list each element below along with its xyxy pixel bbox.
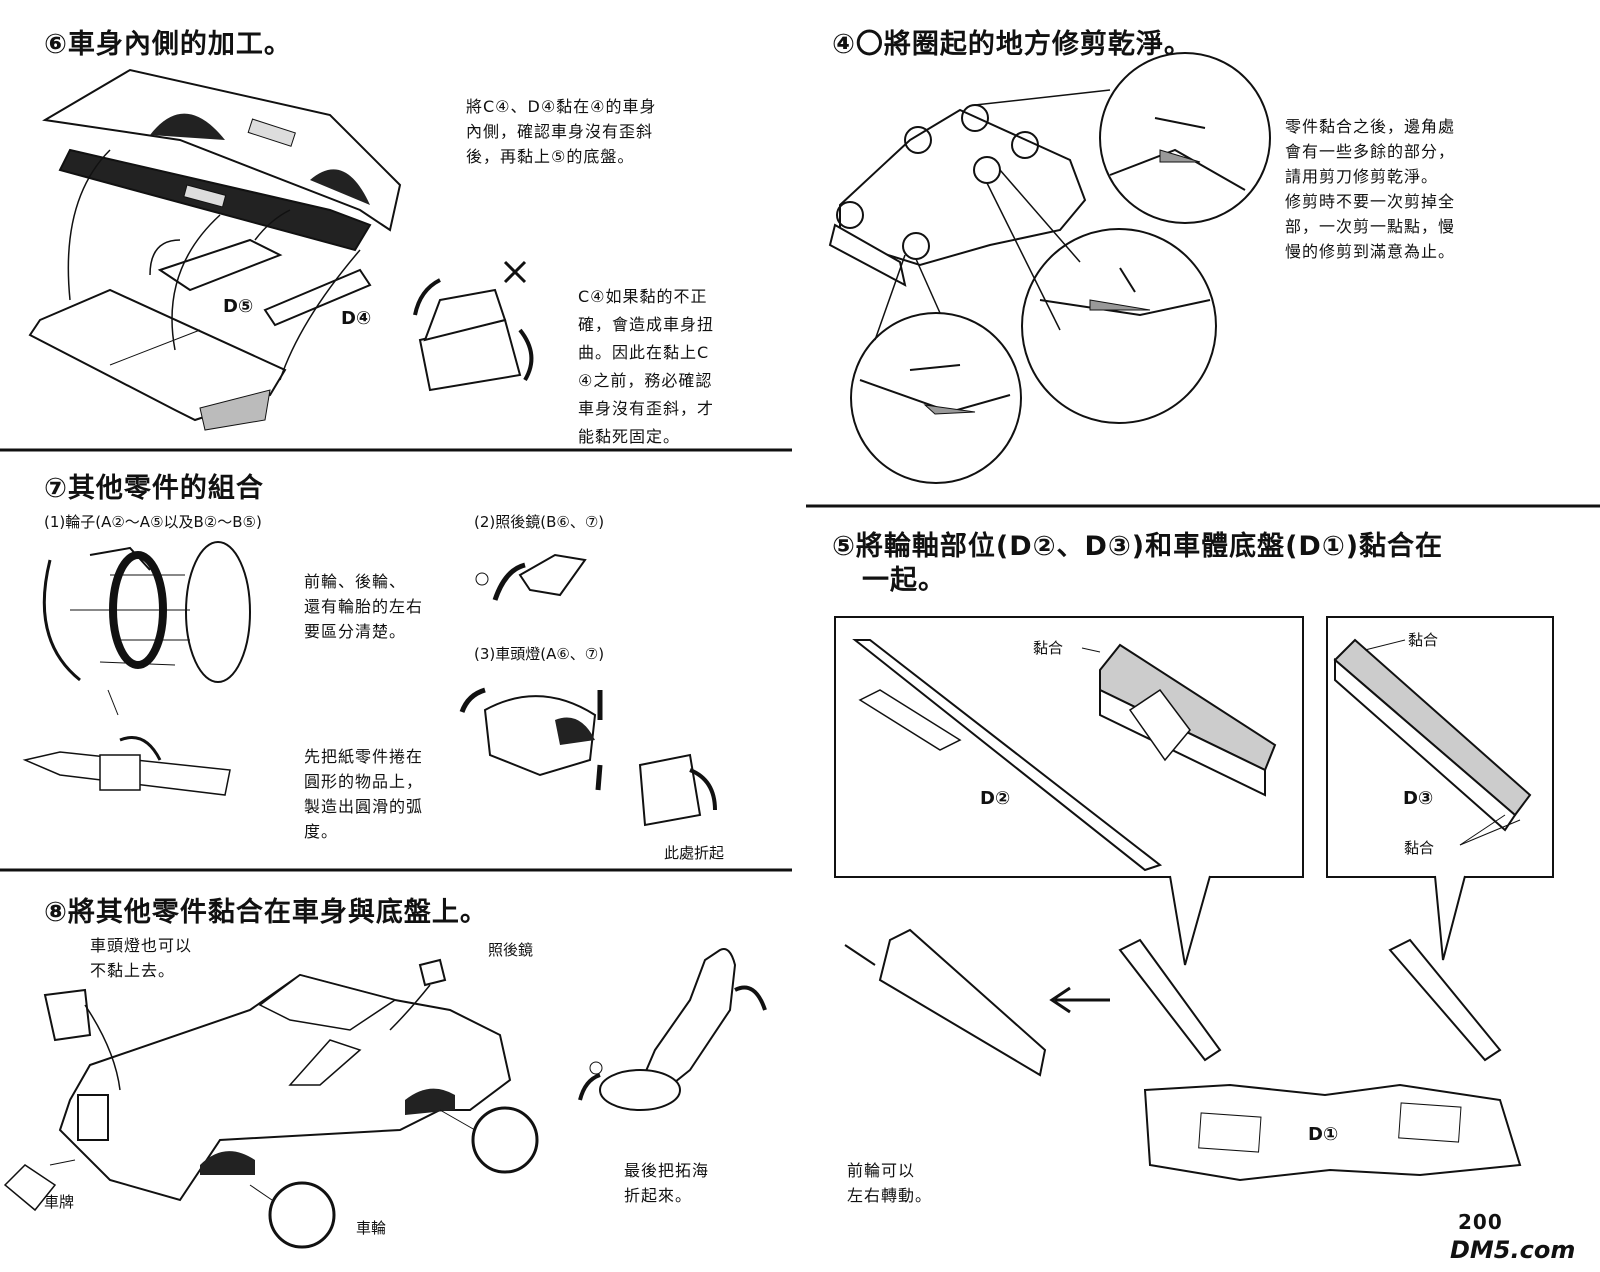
section-8-title: ⑧將其他零件黏合在車身與底盤上。 (44, 897, 488, 928)
rolling-instruction: 先把紙零件捲在 圓形的物品上， 製造出圓滑的弧 度。 (304, 747, 424, 841)
section-7-title: ⑦其他零件的組合 (44, 473, 264, 504)
glue-label-d2: 黏合 (1033, 639, 1064, 657)
section-5-title-line-2: 一起。 (862, 565, 946, 596)
wheels-instruction: 前輪、後輪、 還有輪胎的左右 要區分清楚。 (304, 572, 424, 641)
trim-corners-diagram (828, 52, 1271, 484)
section-4-title: ④〇將圈起的地方修剪乾淨。 (832, 29, 1192, 60)
page-number: 200 (1458, 1210, 1503, 1234)
label-d2: D② (980, 788, 1011, 809)
watermark-logo: DM5.com (1450, 1236, 1576, 1264)
d2-detail-box (834, 616, 1304, 878)
section-4-instruction: 零件黏合之後，邊角處 會有一些多餘的部分， 請用剪刀修剪乾淨。 修剪時不要一次剪… (1285, 117, 1456, 261)
wheel-label: 車輪 (356, 1219, 387, 1237)
plate-label: 車牌 (44, 1193, 75, 1211)
wheels-subtitle: (1)輪子(A②～A⑤以及B②～B⑤) (44, 513, 262, 531)
glue-label-d3-bottom: 黏合 (1404, 839, 1435, 857)
fold-here-label: 此處折起 (664, 844, 725, 862)
other-parts-diagram (22, 541, 717, 827)
label-d4: D④ (341, 308, 372, 329)
mirror-subtitle: (2)照後鏡(B⑥、⑦) (474, 513, 605, 531)
label-d1: D① (1308, 1124, 1339, 1145)
headlight-subtitle: (3)車頭燈(A⑥、⑦) (474, 645, 605, 663)
section-6-title: ⑥車身內側的加工。 (44, 29, 292, 60)
section-6-instruction: 將C④、D④黏在④的車身 內側，確認車身沒有歪斜 後，再黏上⑤的底盤。 (466, 97, 657, 166)
glue-label-d3-top: 黏合 (1408, 631, 1439, 649)
label-d3: D③ (1403, 788, 1434, 809)
final-assembly-diagram (3, 948, 767, 1249)
label-d5: D⑤ (223, 296, 254, 317)
final-note: 最後把拓海 折起來。 (624, 1161, 710, 1205)
mirror-label: 照後鏡 (488, 941, 534, 959)
section-6-warning: C④如果黏的不正 確，會造成車身扭 曲。因此在黏上C ④之前，務必確認 車身沒有… (578, 287, 715, 446)
headlight-note: 車頭燈也可以 不黏上去。 (90, 936, 193, 980)
car-body-underside-diagram (28, 68, 534, 431)
front-wheel-note: 前輪可以 左右轉動。 (847, 1161, 933, 1205)
section-5-title-line-1: ⑤將輪軸部位(D②、D③)和車體底盤(D①)黏合在 (832, 531, 1444, 562)
